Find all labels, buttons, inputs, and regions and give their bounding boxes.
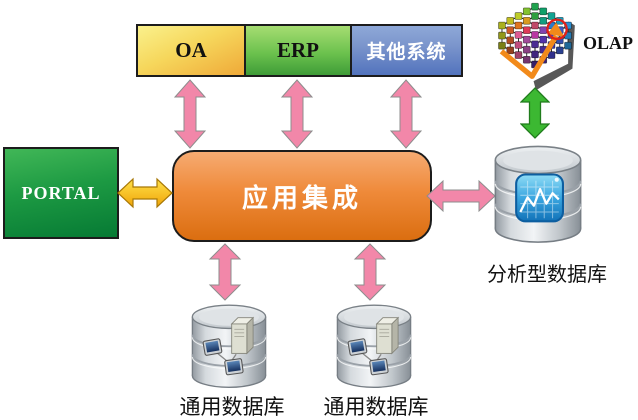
node-olap-label: OLAP <box>583 33 634 53</box>
olap-cube-icon <box>498 2 575 91</box>
green-double-arrow-olap <box>520 87 550 139</box>
node-app-integration-label: 应用集成 <box>241 183 362 214</box>
generic-db-right-label: 通用数据库 <box>323 395 429 419</box>
analytical-database-icon <box>494 145 582 243</box>
generic-database-right-icon <box>336 304 412 388</box>
pink-double-arrow-db-left <box>208 243 242 301</box>
node-oa: OA <box>136 24 246 77</box>
node-erp-label: ERP <box>277 38 319 62</box>
pink-double-arrow-other <box>389 79 423 149</box>
node-other-systems-label: 其他系统 <box>366 42 447 63</box>
pink-double-arrow-erp <box>280 79 314 149</box>
yellow-double-arrow-portal <box>117 177 173 209</box>
node-app-integration: 应用集成 <box>172 150 432 242</box>
node-oa-label: OA <box>175 38 207 62</box>
generic-database-left-icon <box>191 304 267 388</box>
node-portal-label: PORTAL <box>21 182 101 203</box>
pink-double-arrow-db-right <box>353 243 387 301</box>
network-computers-icon <box>347 316 400 376</box>
node-portal: PORTAL <box>3 147 119 239</box>
node-erp: ERP <box>244 24 352 77</box>
network-computers-icon <box>202 316 255 376</box>
chart-app-icon <box>515 173 564 223</box>
analytical-db-label: 分析型数据库 <box>487 264 607 286</box>
node-other-systems: 其他系统 <box>350 24 463 77</box>
generic-db-left-label: 通用数据库 <box>179 395 285 419</box>
pink-double-arrow-oa <box>173 79 207 149</box>
